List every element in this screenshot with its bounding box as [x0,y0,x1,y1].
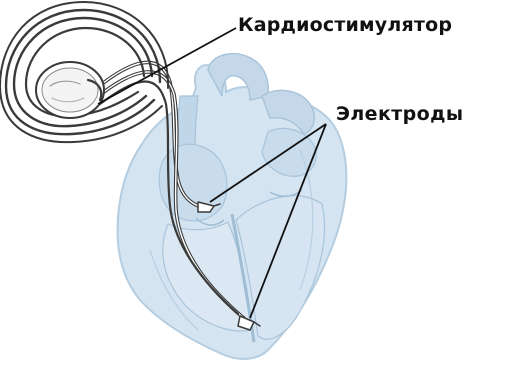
heart-illustration [118,54,347,359]
pacemaker-device [0,2,168,142]
pacemaker-label: Кардиостимулятор [238,14,452,36]
pacemaker-can [36,62,104,118]
electrodes-label: Электроды [336,103,463,125]
